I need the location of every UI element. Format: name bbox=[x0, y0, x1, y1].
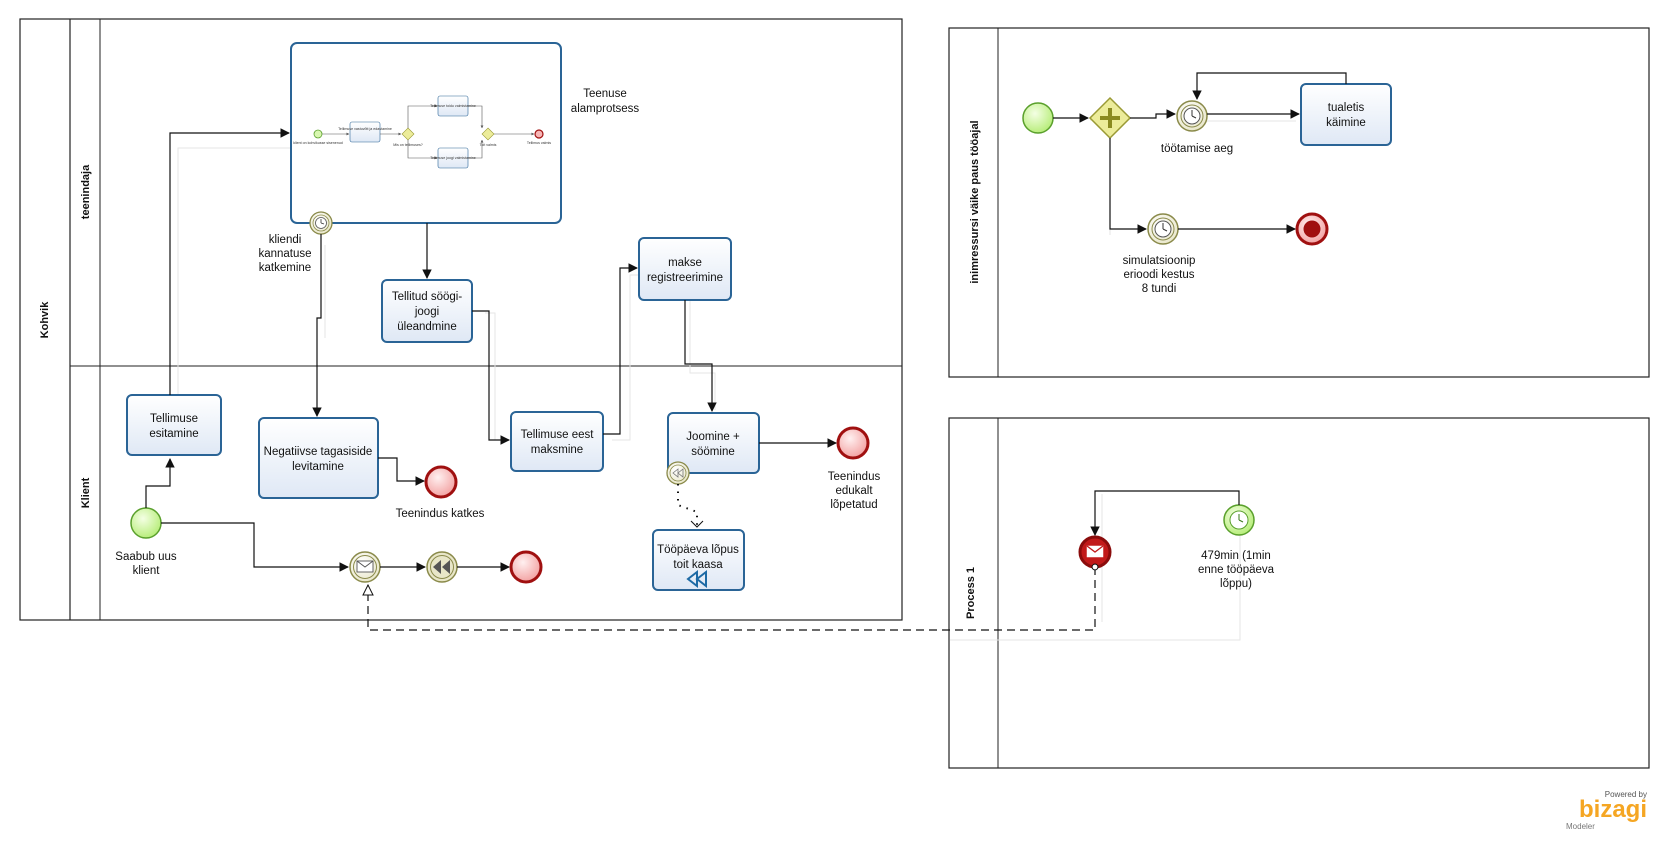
pool-title-process1: Process 1 bbox=[965, 567, 977, 619]
message-flow bbox=[368, 567, 1095, 631]
branding-name: bizagi bbox=[1579, 796, 1647, 823]
task-tualetis-line1: tualetis bbox=[1328, 102, 1365, 114]
task-joomine-soomine[interactable]: Joomine + söömine bbox=[667, 412, 760, 474]
label-simul-2: erioodi kestus bbox=[1124, 269, 1195, 281]
task-toopaeva-line1: Tööpäeva lõpus bbox=[657, 544, 739, 556]
start-event-saabub-uus-klient[interactable] bbox=[130, 507, 162, 539]
label-kliendi-1: kliendi bbox=[269, 234, 302, 246]
lane-title-teenindaja: teenindaja bbox=[80, 164, 92, 219]
label-tootamise-aeg: töötamise aeg bbox=[1161, 143, 1233, 155]
label-edukalt-3: lõpetatud bbox=[830, 499, 877, 511]
start-event-paus[interactable] bbox=[1022, 102, 1054, 134]
task-tellimuse-esitamine-line1: Tellimuse bbox=[150, 413, 198, 425]
task-negatiivse-line1: Negatiivse tagasiside bbox=[264, 446, 373, 458]
task-tellimuse-eest-maksmine[interactable]: Tellimuse eest maksmine bbox=[510, 411, 604, 472]
label-edukalt-1: Teenindus bbox=[828, 471, 881, 483]
task-tellitud-sooki-joogi-uleandmine[interactable]: Tellitud söögi- joogi üleandmine bbox=[381, 279, 473, 343]
timer-event-tootamise-aeg[interactable] bbox=[1176, 100, 1208, 132]
task-makse-line1: makse bbox=[668, 257, 702, 269]
task-joomine-line1: Joomine + bbox=[686, 431, 740, 443]
task-negatiivse-line2: levitamine bbox=[292, 461, 344, 473]
label-min-1: 479min (1min bbox=[1201, 550, 1271, 562]
subprocess-label-line1: Teenuse bbox=[583, 88, 626, 100]
label-simul-1: simulatsioonip bbox=[1123, 255, 1196, 267]
subprocess-label-line2: alamprotsess bbox=[571, 103, 640, 115]
mini-start-event bbox=[313, 129, 323, 139]
timer-event-simulatsioon[interactable] bbox=[1147, 213, 1179, 245]
mini-start-label: klient on kohvikusse sisenenud bbox=[293, 141, 343, 145]
task-tellimuse-esitamine-line2: esitamine bbox=[149, 428, 198, 440]
branding-product: Modeler bbox=[1566, 822, 1595, 831]
mini-end-label: Tellimus valmis bbox=[527, 141, 551, 145]
task-tellimuse-eest-line2: maksmine bbox=[531, 444, 583, 456]
end-event-compensation[interactable] bbox=[509, 550, 543, 584]
label-min-2: enne tööpäeva bbox=[1198, 564, 1275, 576]
label-saabub-1: Saabub uus bbox=[115, 551, 177, 563]
task-makse-registreerimine[interactable]: makse registreerimine bbox=[638, 237, 732, 301]
task-tualetis-kaimine[interactable]: tualetis käimine bbox=[1300, 83, 1392, 146]
mini-end-event bbox=[534, 129, 544, 139]
terminate-end-event[interactable] bbox=[1295, 212, 1329, 246]
task-joomine-line2: söömine bbox=[691, 446, 734, 458]
label-kliendi-3: katkemine bbox=[259, 262, 311, 274]
label-simul-3: 8 tundi bbox=[1142, 283, 1177, 295]
sequence-flows-process1 bbox=[1090, 490, 1240, 536]
task-tellimuse-eest-line1: Tellimuse eest bbox=[521, 429, 595, 441]
pool-paus: inimressursi väike paus tööajal bbox=[948, 27, 1650, 378]
task-toopaeva-line2: toit kaasa bbox=[673, 559, 723, 571]
sequence-flows-paus bbox=[1053, 72, 1347, 234]
task-tellitud-line2: joogi bbox=[414, 306, 439, 318]
label-edukalt-2: edukalt bbox=[835, 485, 873, 497]
mini-gateway-2-label: Toit valmis bbox=[480, 143, 497, 147]
task-tualetis-line2: käimine bbox=[1326, 117, 1366, 129]
timer-boundary-kliendi-kannatus[interactable] bbox=[309, 211, 333, 235]
label-min-3: lõppu) bbox=[1220, 578, 1252, 590]
timer-start-event-479min[interactable] bbox=[1223, 504, 1255, 536]
task-makse-line2: registreerimine bbox=[647, 272, 723, 284]
message-catch-event[interactable] bbox=[349, 551, 381, 583]
bizagi-logo: Powered by bizagi Modeler bbox=[1566, 790, 1647, 831]
parallel-gateway[interactable] bbox=[1088, 96, 1132, 140]
task-tellitud-line3: üleandmine bbox=[397, 321, 456, 333]
subprocess-teenuse-alamprotsess[interactable]: klient on kohvikusse sisenenud Tellimuse… bbox=[290, 42, 562, 224]
label-kliendi-2: kannatuse bbox=[258, 248, 311, 260]
task-tellitud-line1: Tellitud söögi- bbox=[392, 291, 462, 303]
end-event-teenindus-katkes[interactable] bbox=[424, 465, 458, 499]
message-end-event[interactable] bbox=[1078, 535, 1112, 569]
mini-process: klient on kohvikusse sisenenud Tellimuse… bbox=[293, 95, 551, 169]
label-saabub-2: klient bbox=[133, 565, 161, 577]
mini-task-2-label: Tellimuse toidu valmistamine bbox=[430, 104, 476, 108]
mini-task-1 bbox=[349, 121, 381, 143]
label-teenindus-katkes: Teenindus katkes bbox=[396, 508, 485, 520]
task-tellimuse-esitamine[interactable]: Tellimuse esitamine bbox=[126, 394, 222, 456]
mini-gateway-2 bbox=[481, 127, 495, 141]
pool-title-kohvik: Kohvik bbox=[39, 301, 51, 339]
branding-powered: Powered by bbox=[1605, 790, 1647, 799]
pool-title-paus: inimressursi väike paus tööajal bbox=[969, 120, 981, 283]
end-event-teenindus-edukalt[interactable] bbox=[836, 426, 870, 460]
pool-process1: Process 1 bbox=[948, 417, 1650, 769]
mini-task-1-label: Tellimuse vastuvõtt ja edastamine bbox=[338, 127, 392, 131]
task-negatiivse-tagasiside-levitamine[interactable]: Negatiivse tagasiside levitamine bbox=[258, 417, 379, 499]
mini-task-3-label: Tellimuse joogi valmistamine bbox=[430, 156, 476, 160]
task-toopaeva-lopus-toit-kaasa[interactable]: Tööpäeva lõpus toit kaasa bbox=[652, 529, 745, 591]
compensation-throw-event[interactable] bbox=[426, 551, 458, 583]
lane-title-klient: Klient bbox=[80, 477, 92, 508]
compensation-boundary-event[interactable] bbox=[666, 461, 690, 485]
